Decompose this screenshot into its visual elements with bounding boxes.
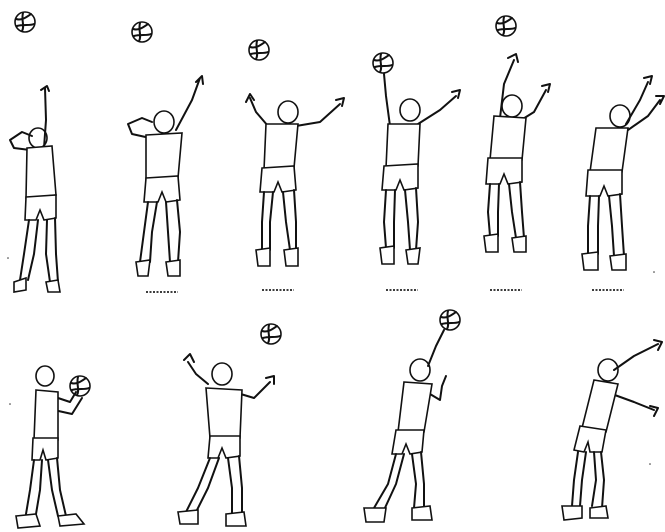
volleyball-icon — [372, 52, 394, 74]
print-speck — [7, 257, 9, 259]
player-figure-7 — [15, 365, 91, 529]
volleyball-icon — [131, 21, 153, 43]
print-speck — [649, 463, 651, 465]
player-figure-4 — [372, 52, 461, 291]
print-speck — [9, 403, 11, 405]
volleyball-icon — [260, 323, 282, 345]
player-figure-3 — [245, 39, 345, 291]
volleyball-icon — [439, 309, 461, 331]
player-figure-6 — [581, 75, 665, 291]
volleyball-icon — [248, 39, 270, 61]
volleyball-icon — [14, 11, 36, 33]
player-figure-10 — [561, 339, 663, 521]
player-figure-1 — [9, 11, 61, 293]
volleyball-icon — [495, 15, 517, 37]
player-figure-5 — [483, 15, 551, 291]
player-figure-2 — [127, 21, 204, 277]
print-speck — [653, 271, 655, 273]
player-figure-9 — [363, 309, 461, 523]
player-figure-8 — [177, 323, 282, 527]
volleyball-icon — [69, 375, 91, 397]
